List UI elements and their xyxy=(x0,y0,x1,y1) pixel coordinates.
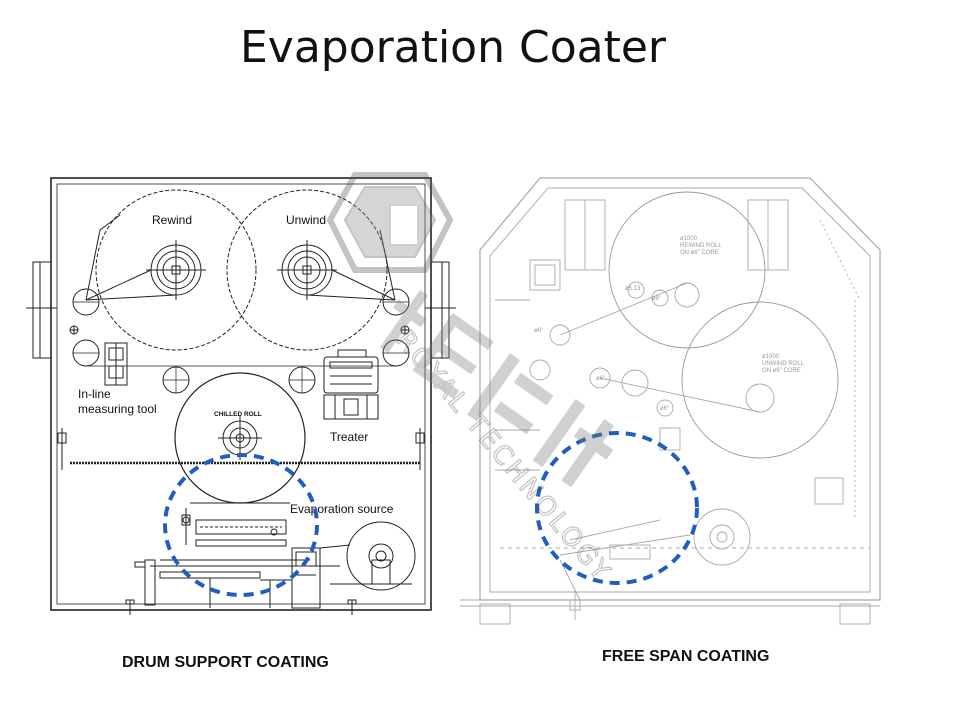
dim-6c: ø6" xyxy=(596,376,605,382)
supply-roll xyxy=(346,521,416,591)
left-caption: DRUM SUPPORT COATING xyxy=(122,654,329,671)
drum-coater-diagram xyxy=(26,177,456,615)
free-span-zone-highlight xyxy=(535,431,699,585)
dim-513: ø5.13 xyxy=(625,286,641,292)
rewind-roll xyxy=(95,189,257,351)
dim-6a: ø6" xyxy=(652,296,661,302)
treater-label: Treater xyxy=(330,430,368,444)
unwind-label: Unwind xyxy=(286,213,326,227)
dim-6b: ø6" xyxy=(534,328,543,334)
rewind-roll-dim-3: ON ø6" CORE xyxy=(680,250,719,256)
free-span-diagram xyxy=(460,177,881,625)
evaporation-source-assembly xyxy=(134,502,340,609)
unwind-roll-dim-1: ø1000 xyxy=(762,354,780,360)
inline-label-line1: In-line xyxy=(78,387,111,401)
unwind-roll-dim-3: ON ø6" CORE xyxy=(762,368,801,374)
rewind-roll-dim-2: REWIND ROLL xyxy=(680,243,722,249)
unwind-roll xyxy=(226,189,388,351)
treater-unit xyxy=(323,349,379,420)
rewind-roll-dim-1: ø1000 xyxy=(680,236,698,242)
evaporation-source-label: Evaporation source xyxy=(290,502,394,516)
slide-title: Evaporation Coater xyxy=(240,22,666,73)
chamber-frame xyxy=(50,177,432,611)
chilled-roll-label: CHILLED ROLL xyxy=(214,411,262,418)
unwind-roll-dim-2: UNWIND ROLL xyxy=(762,361,805,367)
dim-6d: ø6" xyxy=(660,406,669,412)
right-caption: FREE SPAN COATING xyxy=(602,648,770,665)
inline-label-line2: measuring tool xyxy=(78,402,157,416)
watermark-logo: ROYAL TECHNOLOGY xyxy=(326,172,618,589)
evaporation-zone-highlight xyxy=(163,453,319,597)
rewind-label: Rewind xyxy=(152,213,192,227)
